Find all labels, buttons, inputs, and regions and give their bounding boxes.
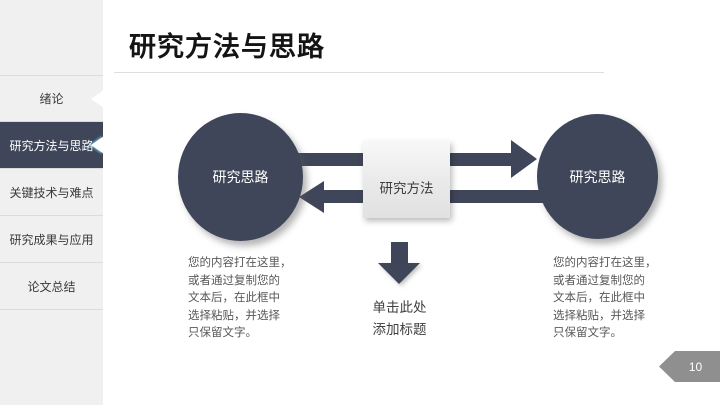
slide-title: 研究方法与思路: [129, 32, 325, 62]
sidebar-item-research-methods[interactable]: 研究方法与思路: [0, 122, 104, 169]
page-number: 10: [688, 359, 703, 374]
center-box-label: 研究方法: [379, 180, 434, 196]
left-arrow-notch-icon: [91, 89, 104, 108]
title-underline: [114, 72, 604, 73]
down-arrow-shaft: [391, 242, 408, 264]
page-number-badge: 10: [659, 351, 720, 382]
sidebar-item-label: 关键技术与难点: [9, 185, 94, 200]
left-arrow-notch-icon: [91, 136, 104, 154]
left-arrow-head-icon: [299, 181, 324, 213]
sidebar: 绪论 研究方法与思路 关键技术与难点 研究成果与应用 论文总结: [0, 0, 104, 405]
center-box-shape: 研究方法: [363, 141, 450, 218]
left-circle-label: 研究思路: [212, 169, 269, 185]
sidebar-item-key-technologies[interactable]: 关键技术与难点: [0, 169, 103, 216]
sidebar-item-research-results[interactable]: 研究成果与应用: [0, 216, 103, 263]
right-arrow-head-icon: [511, 140, 537, 178]
sidebar-item-label: 研究方法与思路: [9, 138, 94, 153]
right-placeholder-text: 您的内容打在这里， 或者通过复制您的 文本后，在此框中 选择粘贴，并选择 只保留…: [553, 257, 657, 339]
left-placeholder-text: 您的内容打在这里， 或者通过复制您的 文本后，在此框中 选择粘贴，并选择 只保留…: [188, 257, 292, 339]
sidebar-item-label: 论文总结: [27, 279, 76, 294]
sidebar-item-thesis-summary[interactable]: 论文总结: [0, 263, 103, 310]
sidebar-item-introduction[interactable]: 绪论: [0, 75, 104, 122]
section-nav: 绪论 研究方法与思路 关键技术与难点 研究成果与应用 论文总结: [0, 75, 104, 310]
bottom-placeholder-title: 单击此处 添加标题: [372, 300, 427, 337]
sidebar-item-label: 研究成果与应用: [9, 232, 94, 247]
sidebar-item-label: 绪论: [39, 92, 64, 106]
right-circle-label: 研究思路: [569, 168, 626, 185]
down-arrow-head-icon: [378, 263, 420, 284]
right-circle-shape: 研究思路: [537, 114, 658, 239]
left-circle-shape: 研究思路: [178, 113, 303, 241]
